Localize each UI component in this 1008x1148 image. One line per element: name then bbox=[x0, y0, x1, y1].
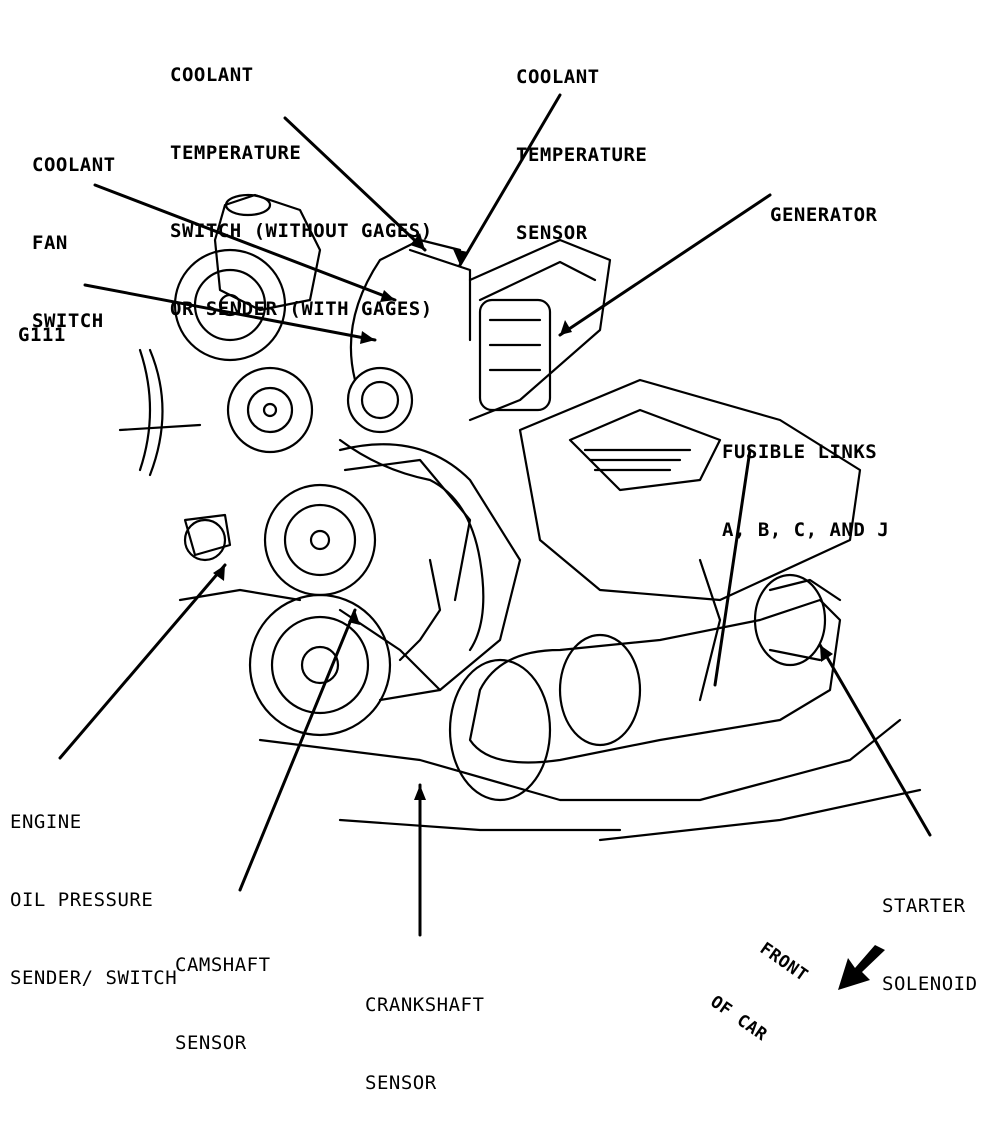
label-line: FRONT bbox=[756, 938, 812, 986]
label-line: FUSIBLE LINKS bbox=[722, 441, 878, 463]
fusible-links-label: FUSIBLE LINKS A, B, C, AND J bbox=[722, 387, 889, 595]
engine-oil-pressure-label: ENGINE OIL PRESSURE SENDER/ SWITCH bbox=[10, 757, 177, 1043]
label-line: COOLANT bbox=[516, 66, 600, 88]
label-line: CAMSHAFT bbox=[175, 954, 271, 976]
label-line: SENSOR bbox=[516, 222, 588, 244]
label-line: TEMPERATURE bbox=[170, 142, 302, 164]
label-line: SENSOR bbox=[365, 1072, 437, 1094]
starter-solenoid-label: STARTER SOLENOID bbox=[882, 841, 978, 1049]
label-line: SENSOR bbox=[175, 1032, 247, 1054]
label-line: TEMPERATURE bbox=[516, 144, 648, 166]
label-line: COOLANT bbox=[32, 154, 116, 176]
label-line: OIL PRESSURE bbox=[10, 889, 154, 911]
camshaft-sensor-label: CAMSHAFT SENSOR bbox=[175, 900, 271, 1108]
label-line: ENGINE bbox=[10, 811, 82, 833]
coolant-fan-switch-label: COOLANT FAN SWITCH bbox=[32, 100, 116, 386]
label-line: STARTER bbox=[882, 895, 966, 917]
label-line: OR SENDER (WITH GAGES) bbox=[170, 298, 433, 320]
engine-diagram: COOLANT TEMPERATURE SWITCH (WITHOUT GAGE… bbox=[10, 10, 977, 1094]
crankshaft-sensor-label: CRANKSHAFT SENSOR bbox=[365, 940, 484, 1148]
label-line: G111 bbox=[18, 324, 66, 346]
label-line: GENERATOR bbox=[770, 204, 878, 226]
label-line: COOLANT bbox=[170, 64, 254, 86]
label-line: SWITCH (WITHOUT GAGES) bbox=[170, 220, 433, 242]
label-line: SENDER/ SWITCH bbox=[10, 967, 178, 989]
label-line: SOLENOID bbox=[882, 973, 978, 995]
coolant-temperature-switch-label: COOLANT TEMPERATURE SWITCH (WITHOUT GAGE… bbox=[170, 10, 433, 374]
label-line: OF CAR bbox=[706, 991, 771, 1046]
label-line: SWITCH bbox=[32, 310, 104, 332]
generator-label: GENERATOR bbox=[770, 150, 877, 280]
engine-illustration bbox=[58, 93, 932, 990]
coolant-temperature-sensor-label: COOLANT TEMPERATURE SENSOR bbox=[516, 12, 647, 298]
g111-label: G111 bbox=[18, 270, 66, 400]
label-line: FAN bbox=[32, 232, 68, 254]
label-line: A, B, C, AND J bbox=[722, 519, 890, 541]
